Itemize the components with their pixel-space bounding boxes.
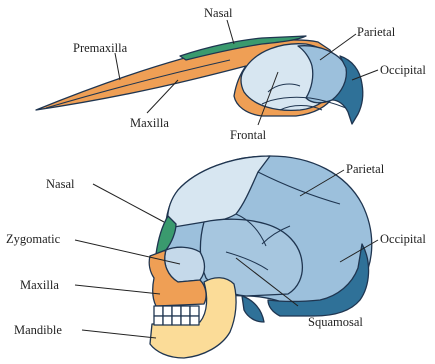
label-human-parietal: Parietal [346,162,385,176]
label-human-occipital: Occipital [380,232,426,246]
label-human-nasal: Nasal [46,177,75,191]
label-bird-occipital: Occipital [380,63,426,77]
label-bird-parietal: Parietal [357,25,396,39]
upper-teeth [154,306,199,316]
mastoid-process [242,296,264,322]
label-bird-frontal: Frontal [230,128,267,142]
label-human-squamosal: Squamosal [308,315,363,329]
label-bird-maxilla: Maxilla [130,116,169,130]
label-bird-nasal: Nasal [204,6,233,20]
lower-teeth [154,316,199,325]
label-human-zygomatic: Zygomatic [6,232,61,246]
label-human-mandible: Mandible [14,323,62,337]
label-human-maxilla: Maxilla [20,278,59,292]
label-bird-premaxilla: Premaxilla [73,41,128,55]
